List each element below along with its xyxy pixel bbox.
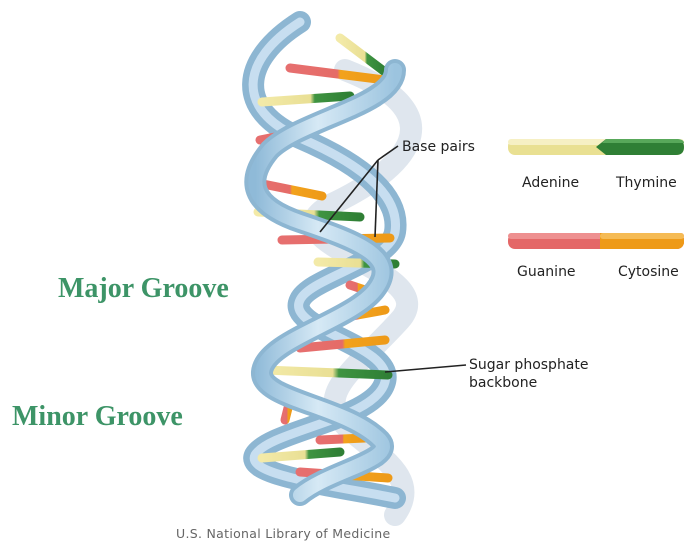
legend-gc-bar [508, 233, 684, 249]
minor-groove-label: Minor Groove [12, 401, 183, 433]
cytosine-label: Cytosine [618, 264, 679, 280]
base-pair [262, 452, 340, 458]
guanine-label: Guanine [517, 264, 576, 280]
legend-at-bar [508, 139, 684, 155]
base-pairs-label: Base pairs [402, 139, 475, 155]
thymine-label: Thymine [616, 175, 677, 191]
major-groove-label: Major Groove [58, 273, 229, 305]
backbone-label: backbone [469, 375, 537, 391]
backbone-callout [385, 365, 466, 372]
base-pair [262, 96, 350, 102]
base-pair [320, 438, 365, 440]
sugar-phosphate-label: Sugar phosphate [469, 357, 589, 373]
credit-text: U.S. National Library of Medicine [176, 526, 391, 541]
base-pair [265, 370, 388, 375]
adenine-label: Adenine [522, 175, 579, 191]
